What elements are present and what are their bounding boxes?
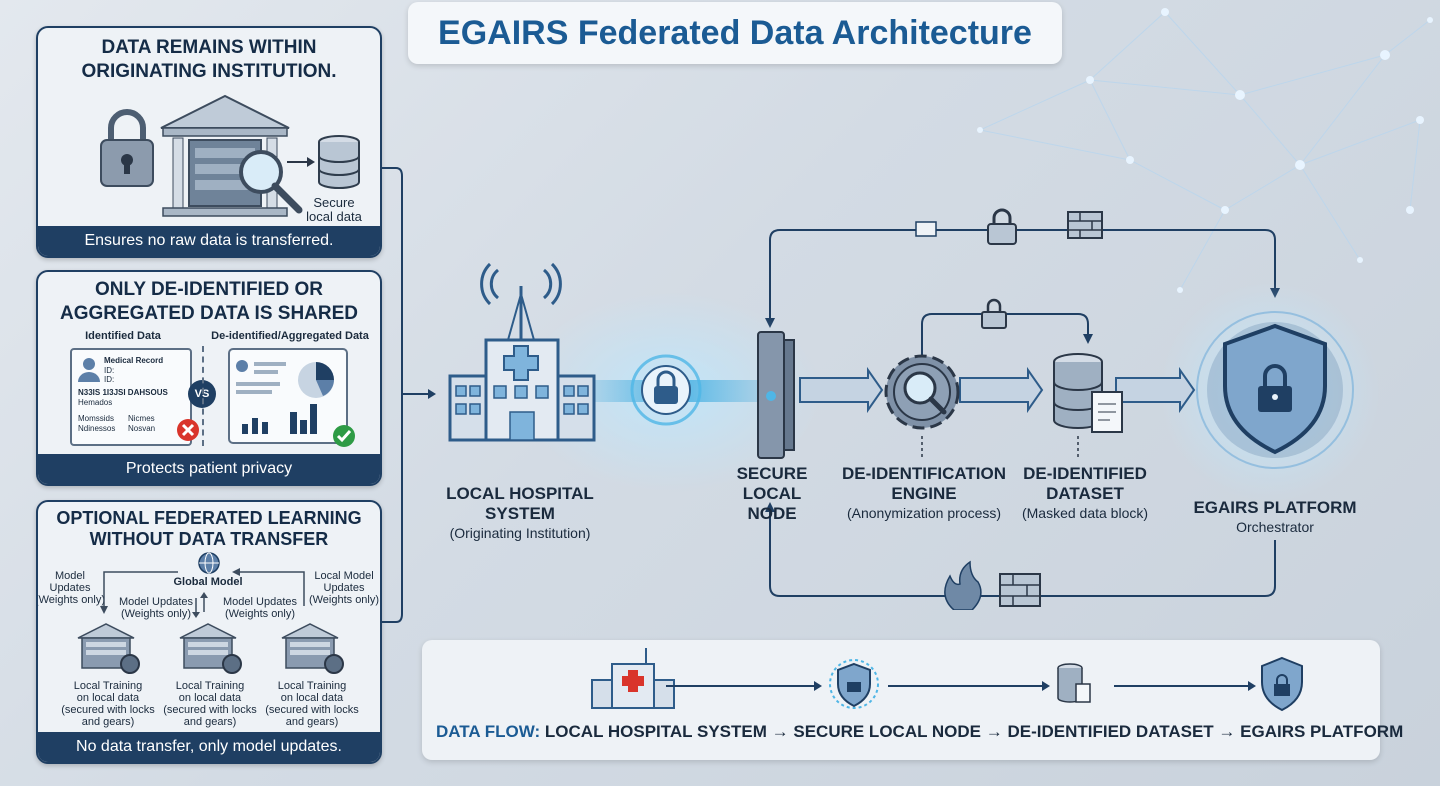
divider (202, 346, 204, 446)
federated-arrows (100, 568, 305, 618)
secure-node-icon (757, 331, 795, 459)
panel-footer: No data transfer, only model updates. (38, 732, 380, 762)
identified-data-label: Identified Data (85, 330, 161, 342)
mini-shield-icon (829, 659, 879, 709)
dataset-label: DE-IDENTIFIED DATASET (Masked data block… (1021, 464, 1149, 521)
engine-label: DE-IDENTIFICATION ENGINE (Anonymization … (841, 464, 1006, 521)
panel-data-remains: DATA REMAINS WITHIN ORIGINATING INSTITUT… (36, 26, 382, 258)
institution-illustration (100, 94, 315, 217)
local-training-label-3: Local Training on local data (secured wi… (265, 680, 359, 728)
local-node-icon-2 (179, 623, 242, 674)
approve-icon (333, 425, 355, 447)
panel-heading: DATA REMAINS WITHIN ORIGINATING INSTITUT… (81, 37, 337, 82)
fire-lock-icon (944, 560, 982, 610)
mid-left-updates-label: Model Updates (Weights only) (119, 596, 193, 620)
pie-chart-icon (298, 362, 334, 398)
beam-lock-icon (630, 354, 702, 426)
anonymous-person-icon (236, 360, 248, 372)
bank-building-icon (160, 94, 290, 217)
engine-lock-icon (981, 298, 1007, 329)
architecture-flow (448, 208, 1380, 610)
gear-icon (222, 654, 242, 674)
lock-icon (100, 109, 154, 187)
local-node-icon-3 (281, 623, 344, 674)
person-icon (78, 358, 100, 382)
local-training-label-1: Local Training on local data (secured wi… (61, 680, 155, 728)
right-updates-label: Local Model Updates (Weights only) (308, 570, 380, 606)
bar-chart-icon (242, 404, 317, 434)
medical-record-card: Medical Record ID: ID: N33IS 1I3JSI DAHS… (70, 348, 192, 446)
panel-connector (380, 167, 436, 623)
beam-arrow-2 (959, 366, 1044, 414)
mid-right-updates-label: Model Updates (Weights only) (223, 596, 297, 620)
page-title: EGAIRS Federated Data Architecture (438, 13, 1032, 52)
database-icon (318, 135, 360, 189)
panel-footer: Protects patient privacy (38, 454, 380, 484)
gear-icon (120, 654, 140, 674)
magnifier-icon (239, 150, 303, 214)
beam-arrow-3 (1115, 366, 1196, 414)
hospital-label: LOCAL HOSPITAL SYSTEM (Originating Insti… (446, 484, 594, 541)
panel-heading: OPTIONAL FEDERATED LEARNING WITHOUT DATA… (56, 508, 362, 549)
top-lock-icon (987, 208, 1017, 245)
arrow-right-icon (287, 157, 315, 167)
mini-platform-shield-icon (1261, 656, 1303, 712)
secure-node-label: SECURE LOCAL NODE (736, 464, 808, 523)
beam-arrow-1 (799, 366, 884, 414)
platform-shield-icon (1196, 311, 1354, 469)
data-flow-summary: DATA FLOW: LOCAL HOSPITAL SYSTEM → SECUR… (422, 640, 1403, 760)
hospital-icon (448, 262, 596, 442)
local-training-label-2: Local Training on local data (secured wi… (163, 680, 257, 728)
panel-deidentified-shared: ONLY DE-IDENTIFIED OR AGGREGATED DATA IS… (36, 270, 382, 486)
flow-icons (591, 648, 1303, 712)
aggregated-report-card (228, 348, 348, 444)
title-banner: EGAIRS Federated Data Architecture (408, 2, 1062, 64)
mini-database-icon (1057, 663, 1091, 703)
data-flow-text: DATA FLOW: LOCAL HOSPITAL SYSTEM → SECUR… (436, 722, 1404, 741)
dataset-database-icon (1053, 353, 1123, 433)
folder-icon (915, 221, 937, 237)
panel-heading: ONLY DE-IDENTIFIED OR AGGREGATED DATA IS… (59, 279, 359, 324)
panel-federated-learning: OPTIONAL FEDERATED LEARNING WITHOUT DATA… (36, 500, 382, 764)
panel-footer: Ensures no raw data is transferred. (38, 226, 380, 256)
mini-hospital-icon (591, 648, 675, 709)
firewall-icon (1067, 211, 1103, 239)
left-updates-label: Model Updates (Weights only) (36, 570, 106, 606)
reject-icon (177, 419, 199, 441)
local-node-icon-1 (77, 623, 140, 674)
global-model-label: Global Model (173, 576, 243, 588)
globe-icon (198, 552, 220, 574)
bottom-firewall-icon (999, 573, 1041, 607)
gear-icon (324, 654, 344, 674)
deidentified-data-label: De-identified/Aggregated Data (211, 330, 369, 342)
secure-local-data-label: Secure local data (306, 195, 362, 224)
gear-magnifier-icon (884, 354, 960, 430)
platform-label: EGAIRS PLATFORM Orchestrator (1193, 498, 1357, 535)
